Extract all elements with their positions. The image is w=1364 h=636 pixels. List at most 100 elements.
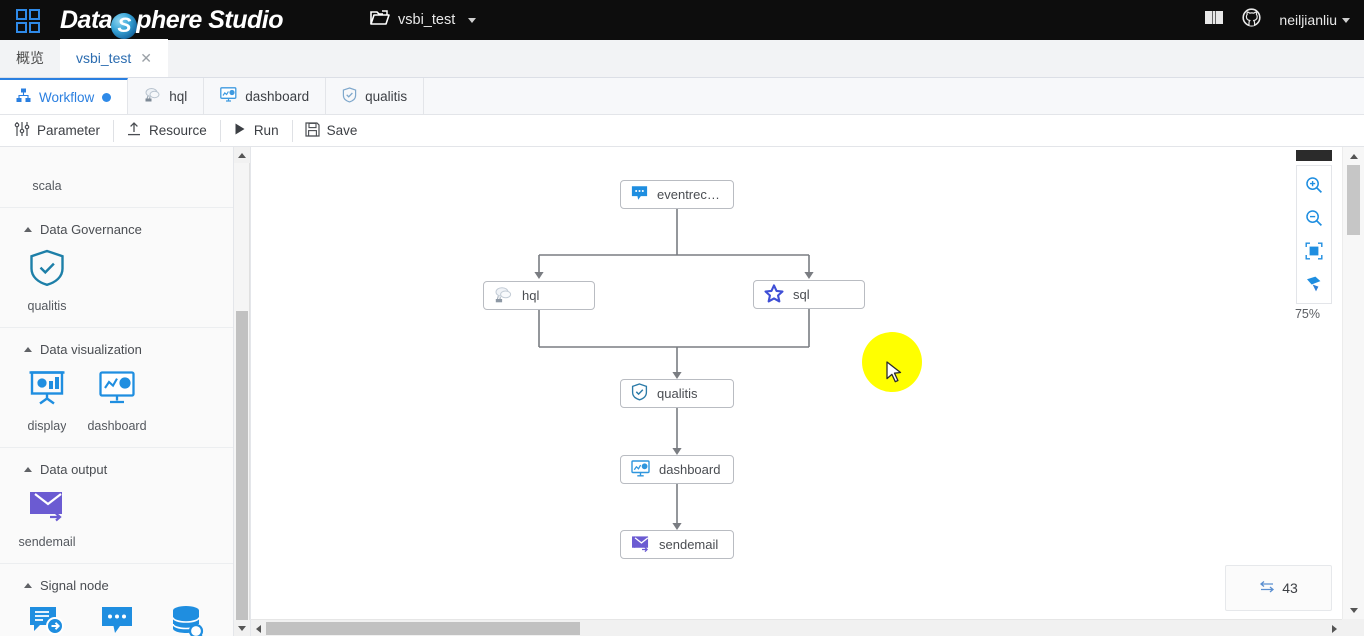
parameter-button[interactable]: Parameter — [14, 119, 115, 142]
palette-group-signal-node: Signal node eventsen... — [0, 564, 233, 636]
scroll-right-arrow-icon[interactable] — [1327, 620, 1342, 636]
sidebar-scroll-thumb[interactable] — [236, 311, 248, 623]
fit-screen-icon[interactable] — [1303, 240, 1325, 262]
format-brush-icon[interactable] — [1303, 273, 1325, 295]
palette-item-label: qualitis — [27, 299, 67, 313]
workflow-edges — [534, 209, 814, 530]
canvas-node-label: dashboard — [659, 462, 721, 477]
zoom-in-icon[interactable] — [1303, 174, 1325, 196]
palette-item-dashboard[interactable]: dashboard — [82, 367, 152, 437]
horizontal-scroll-thumb[interactable] — [266, 622, 580, 635]
palette-item-datacheck[interactable]: datachec... — [152, 603, 222, 636]
palette-item-scala[interactable]: scala — [12, 147, 82, 197]
node-count-card[interactable]: 43 — [1225, 565, 1332, 611]
caret-up-icon — [24, 467, 32, 472]
scroll-down-arrow-icon[interactable] — [1346, 602, 1362, 618]
palette-group-title: Data visualization — [40, 342, 142, 357]
dashboard-icon — [220, 87, 237, 105]
palette-item-sendemail[interactable]: sendemail — [12, 487, 82, 553]
tab-hql[interactable]: hql — [128, 78, 205, 114]
scroll-left-arrow-icon[interactable] — [251, 620, 266, 636]
unsaved-dot-icon — [102, 92, 112, 102]
sidebar-divider — [250, 147, 251, 636]
canvas-node-hql[interactable]: hql — [483, 281, 595, 310]
resource-button[interactable]: Resource — [126, 119, 221, 142]
scroll-up-arrow-icon[interactable] — [234, 147, 250, 163]
run-button[interactable]: Run — [233, 119, 293, 142]
palette-group-data-visualization: Data visualization display — [0, 328, 233, 448]
project-tab-vsbi_test[interactable]: vsbi_test ✕ — [60, 39, 168, 77]
palette-item-label: scala — [32, 179, 62, 193]
palette-item-qualitis[interactable]: qualitis — [12, 247, 82, 317]
book-icon[interactable] — [1204, 9, 1224, 31]
palette-group-header[interactable]: Data Governance — [0, 208, 233, 247]
canvas-node-qualitis[interactable]: qualitis — [620, 379, 734, 408]
project-tab-overview[interactable]: 概览 — [0, 39, 60, 77]
palette-item-eventreceive[interactable]: eventrec... — [82, 603, 152, 636]
node-palette-sidebar[interactable]: scala Data Governance qualitis — [0, 147, 234, 636]
tab-label: hql — [169, 88, 188, 104]
user-menu[interactable]: neiljianliu — [1279, 12, 1350, 28]
shield-check-icon — [631, 383, 648, 404]
spark-star-icon — [764, 283, 784, 306]
scroll-down-arrow-icon[interactable] — [234, 620, 250, 636]
toolbar-label: Run — [253, 123, 279, 138]
palette-item-display[interactable]: display — [12, 367, 82, 437]
palette-group-header[interactable]: Signal node — [0, 564, 233, 603]
workflow-canvas[interactable]: eventrece... hql sql — [251, 147, 1342, 619]
event-receive-icon — [98, 605, 136, 636]
palette-group-partial: scala — [0, 147, 233, 208]
project-tab-bar: 概览 vsbi_test ✕ — [0, 39, 1364, 78]
top-right-actions: neiljianliu — [1204, 0, 1350, 40]
canvas-vertical-scrollbar[interactable] — [1342, 147, 1364, 636]
palette-group-header[interactable]: Data visualization — [0, 328, 233, 367]
project-name: vsbi_test — [398, 12, 456, 28]
hive-icon — [144, 87, 161, 105]
node-count-value: 43 — [1282, 580, 1298, 596]
save-button[interactable]: Save — [304, 120, 371, 142]
event-receive-icon — [631, 185, 648, 204]
sliders-icon — [14, 121, 30, 140]
dashboard-icon — [631, 459, 650, 480]
folder-open-icon — [370, 9, 390, 31]
chevron-down-icon — [468, 17, 477, 23]
caret-up-icon — [24, 583, 32, 588]
canvas-zoom-toolbar — [1296, 165, 1332, 304]
grid-icon[interactable] — [16, 9, 40, 33]
palette-group-data-output: Data output sendemail — [0, 448, 233, 564]
floppy-disk-icon — [304, 121, 320, 140]
canvas-node-eventreceiver[interactable]: eventrece... — [620, 180, 734, 209]
tab-workflow[interactable]: Workflow — [0, 78, 129, 114]
project-tab-label: 概览 — [16, 50, 44, 66]
click-highlight — [862, 332, 922, 392]
canvas-horizontal-scrollbar[interactable] — [251, 619, 1342, 636]
canvas-node-dashboard[interactable]: dashboard — [620, 455, 734, 484]
brand-text-pre: Data — [60, 6, 113, 34]
shield-check-icon — [29, 249, 65, 292]
canvas-node-sendemail[interactable]: sendemail — [620, 530, 734, 559]
canvas-node-label: eventrece... — [657, 187, 723, 202]
tab-dashboard[interactable]: dashboard — [204, 78, 327, 114]
tab-qualitis[interactable]: qualitis — [326, 78, 425, 114]
project-selector[interactable]: vsbi_test — [370, 0, 477, 40]
canvas-node-label: sql — [793, 287, 810, 302]
tab-label: qualitis — [365, 88, 408, 104]
tab-label: dashboard — [245, 88, 310, 104]
github-icon[interactable] — [1242, 8, 1262, 32]
brand-text-post: phere Studio — [136, 6, 283, 34]
zoom-level-label: 75% — [1294, 307, 1320, 321]
close-icon[interactable]: ✕ — [140, 50, 152, 66]
palette-group-title: Signal node — [40, 578, 109, 593]
palette-group-data-governance: Data Governance qualitis — [0, 208, 233, 328]
vertical-scroll-thumb[interactable] — [1347, 165, 1360, 235]
sidebar-scrollbar[interactable] — [234, 147, 250, 636]
zoom-out-icon[interactable] — [1303, 207, 1325, 229]
palette-item-label: dashboard — [87, 419, 147, 433]
canvas-node-sql[interactable]: sql — [753, 280, 865, 309]
palette-item-eventsend[interactable]: eventsen... — [12, 603, 82, 636]
toolbar-label: Parameter — [37, 123, 101, 138]
scroll-up-arrow-icon[interactable] — [1346, 148, 1362, 164]
palette-group-header[interactable]: Data output — [0, 448, 233, 487]
